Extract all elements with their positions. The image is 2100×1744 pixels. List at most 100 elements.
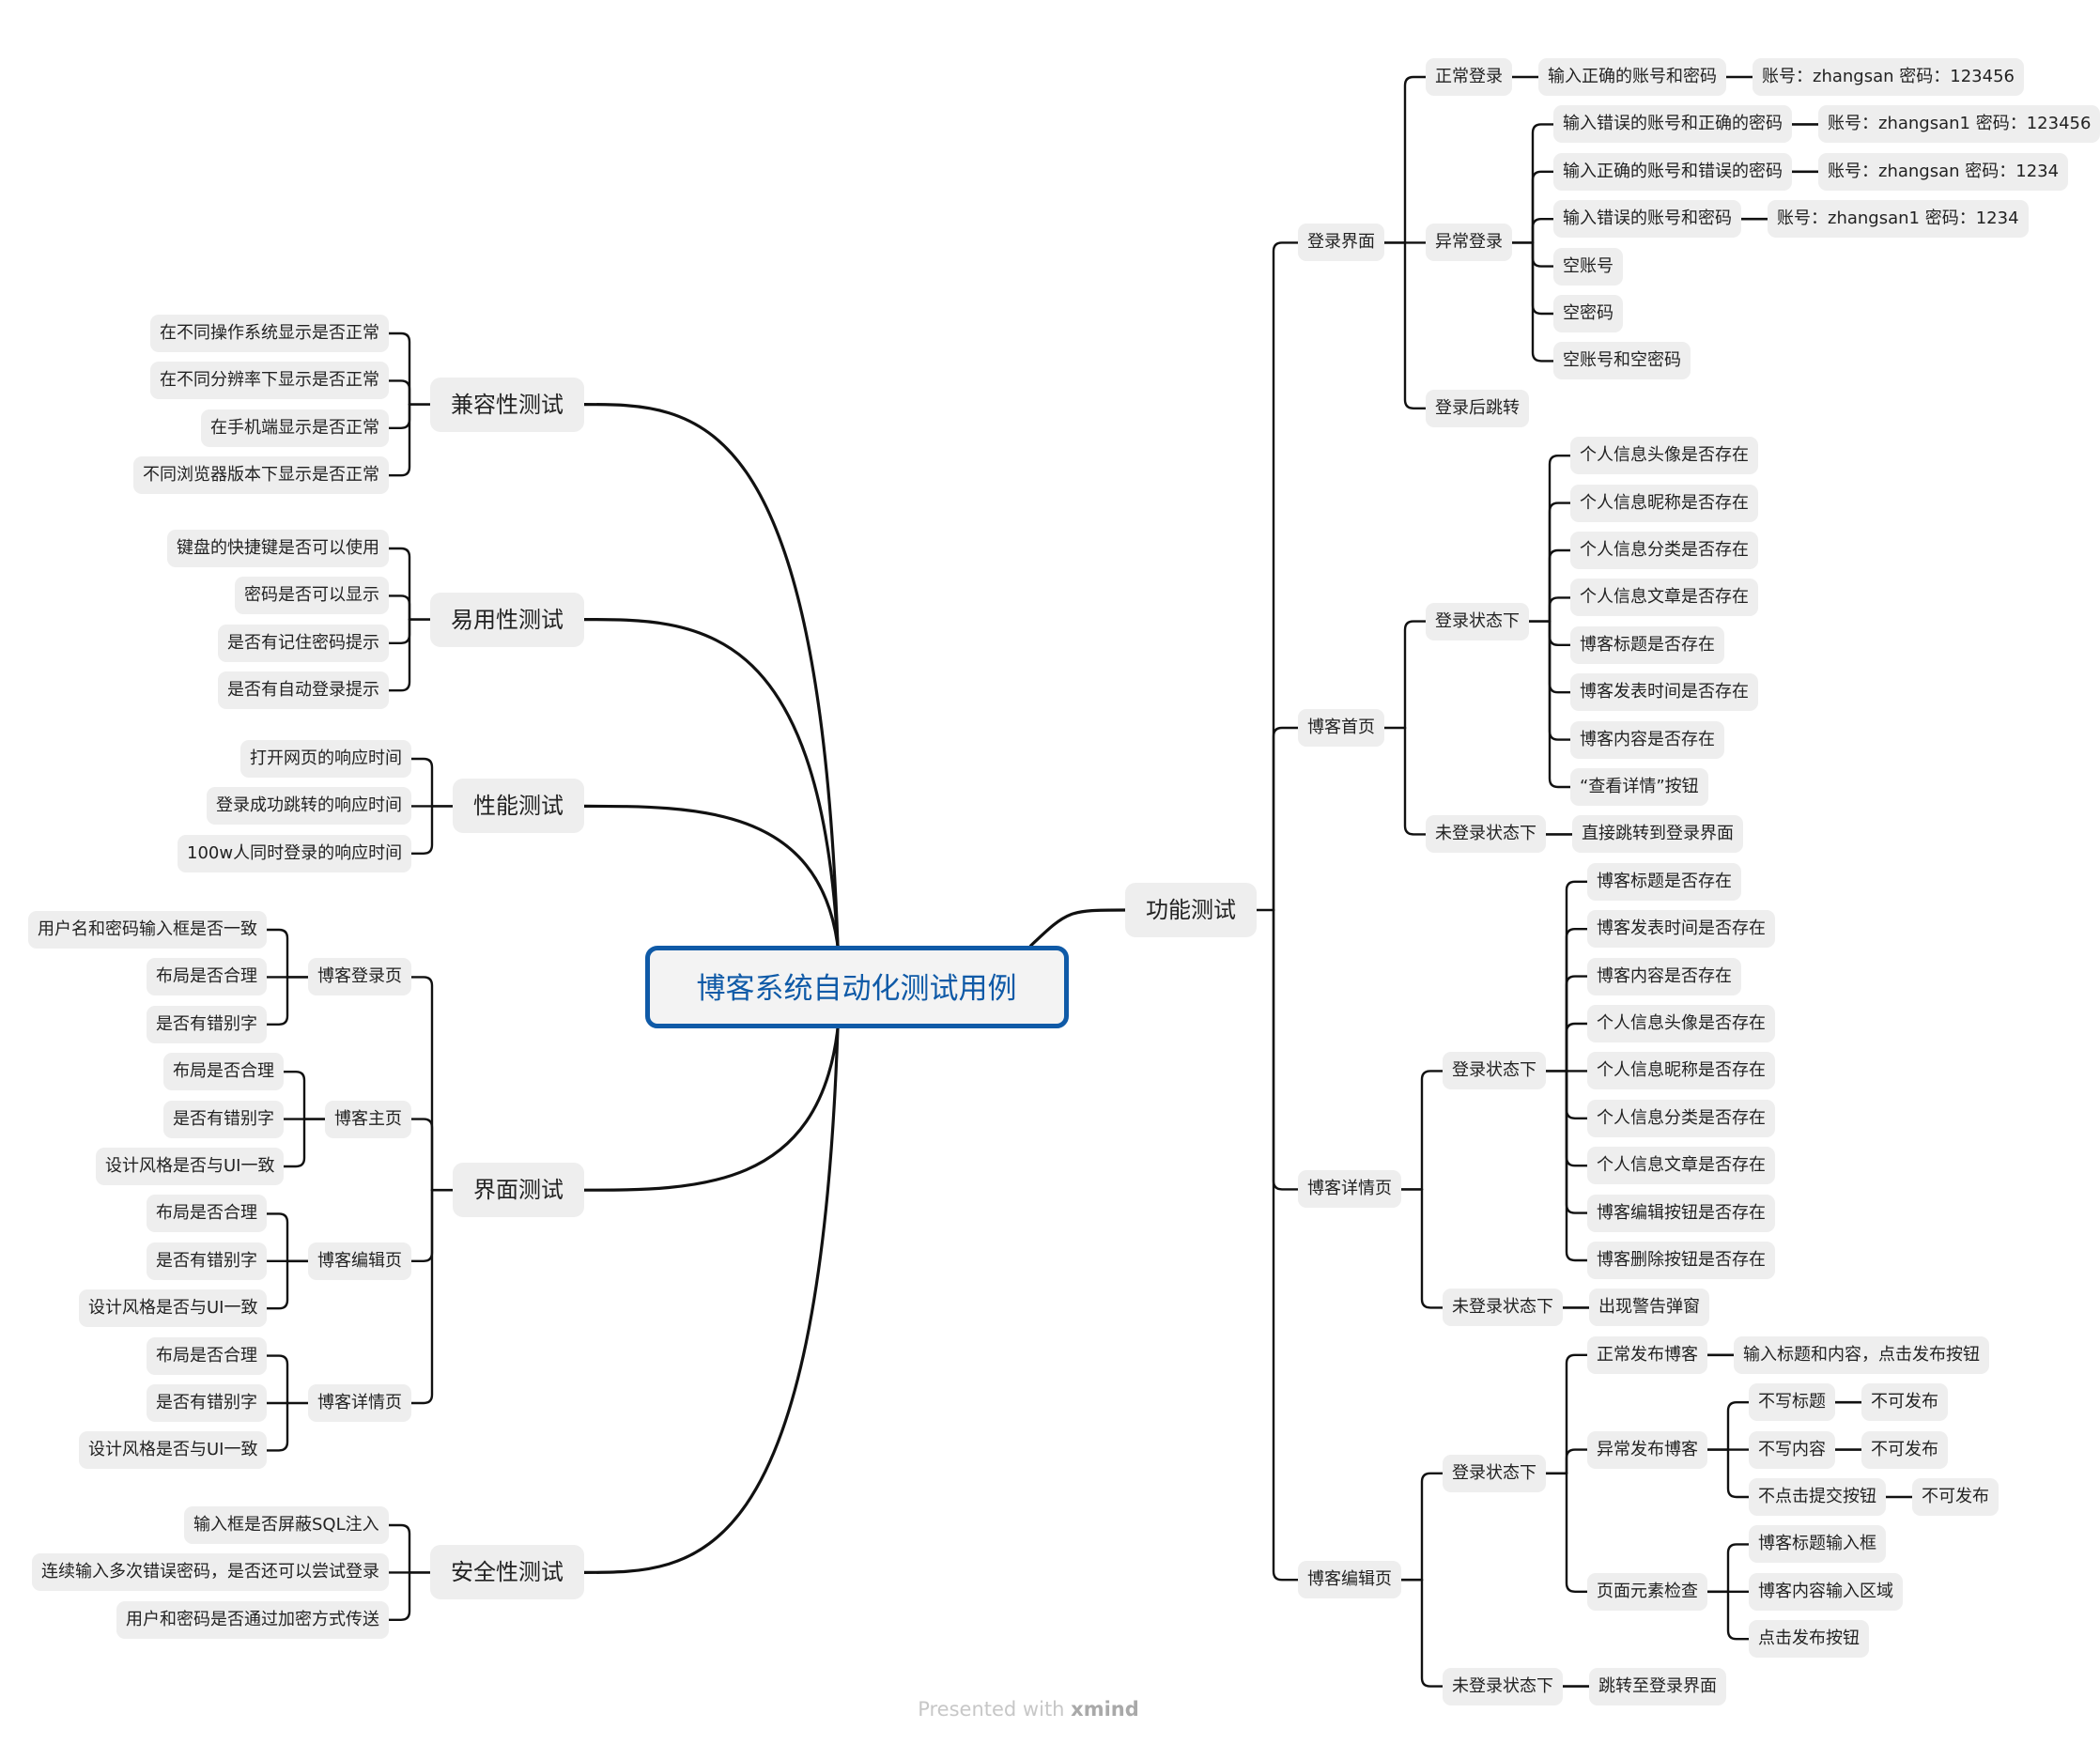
topic-node[interactable]: 博客标题是否存在 [1587, 862, 1741, 901]
topic-node[interactable]: 输入错误的账号和密码 [1553, 200, 1741, 239]
topic-node[interactable]: 账号：zhangsan1 密码：1234 [1768, 200, 2029, 239]
topic-node[interactable]: 输入标题和内容，点击发布按钮 [1734, 1335, 1989, 1374]
subtopic-node[interactable]: 博客首页 [1298, 709, 1384, 747]
topic-node[interactable]: 设计风格是否与UI一致 [96, 1148, 285, 1185]
topic-node[interactable]: 不同浏览器版本下显示是否正常 [133, 456, 389, 495]
topic-node[interactable]: 密码是否可以显示 [235, 577, 389, 615]
topic-node[interactable]: 不写内容 [1749, 1430, 1835, 1469]
topic-node[interactable]: 正常登录 [1426, 58, 1512, 96]
topic-node[interactable]: 点击发布按钮 [1749, 1620, 1869, 1659]
topic-node[interactable]: 账号：zhangsan 密码：1234 [1818, 152, 2069, 191]
main-topic-node[interactable]: 性能测试 [453, 779, 584, 834]
topic-node[interactable]: 博客发表时间是否存在 [1570, 673, 1758, 712]
connector-line [387, 403, 411, 477]
topic-node[interactable]: 在不同分辨率下显示是否正常 [150, 362, 389, 400]
topic-node[interactable]: 未登录状态下 [1426, 815, 1546, 854]
topic-node[interactable]: 布局是否合理 [147, 1336, 267, 1375]
topic-node[interactable]: 博客内容是否存在 [1570, 720, 1724, 759]
connector-line [265, 1401, 289, 1452]
main-topic-node[interactable]: 界面测试 [453, 1163, 584, 1218]
topic-node[interactable]: 登录状态下 [1443, 1052, 1546, 1090]
topic-node[interactable]: 输入正确的账号和密码 [1538, 58, 1726, 96]
main-topic-functional-test[interactable]: 功能测试 [1125, 883, 1257, 937]
topic-node[interactable]: 个人信息分类是否存在 [1570, 532, 1758, 569]
main-topic-node[interactable]: 兼容性测试 [430, 377, 584, 432]
topic-node[interactable]: 输入错误的账号和正确的密码 [1553, 105, 1792, 144]
topic-node[interactable]: 布局是否合理 [147, 1195, 267, 1233]
topic-node[interactable]: 页面元素检查 [1587, 1572, 1707, 1611]
topic-node[interactable]: 跳转至登录界面 [1589, 1667, 1726, 1705]
topic-node[interactable]: 博客内容是否存在 [1587, 957, 1741, 995]
root-topic[interactable]: 博客系统自动化测试用例 [644, 946, 1069, 1028]
subtopic-node[interactable]: 博客详情页 [308, 1384, 411, 1422]
topic-node[interactable]: 博客编辑按钮是否存在 [1587, 1194, 1775, 1232]
topic-node[interactable]: 是否有错别字 [147, 1384, 267, 1422]
topic-node[interactable]: 个人信息文章是否存在 [1587, 1147, 1775, 1185]
subtopic-node[interactable]: 博客详情页 [1298, 1170, 1401, 1209]
topic-node[interactable]: 登录成功跳转的响应时间 [207, 787, 411, 826]
subtopic-node[interactable]: 博客编辑页 [308, 1242, 411, 1280]
topic-node[interactable]: 博客删除按钮是否存在 [1587, 1242, 1775, 1279]
topic-node[interactable]: 不写标题 [1749, 1383, 1835, 1422]
subtopic-node[interactable]: 登录界面 [1298, 224, 1384, 262]
topic-node[interactable]: 键盘的快捷键是否可以使用 [167, 530, 389, 567]
topic-node[interactable]: 不点击提交按钮 [1749, 1478, 1886, 1516]
topic-node[interactable]: 设计风格是否与UI一致 [79, 1289, 268, 1328]
connector-line [1028, 908, 1127, 948]
topic-node[interactable]: 布局是否合理 [147, 958, 267, 996]
topic-node[interactable]: 100w人同时登录的响应时间 [178, 834, 412, 872]
topic-node[interactable]: 个人信息昵称是否存在 [1570, 484, 1758, 522]
topic-node[interactable]: 空账号 [1553, 247, 1623, 286]
subtopic-node[interactable]: 博客主页 [325, 1100, 411, 1138]
topic-node[interactable]: 出现警告弹窗 [1589, 1289, 1709, 1327]
connector-line [1565, 1070, 1589, 1262]
connector-line [1272, 726, 1300, 912]
topic-node[interactable]: 是否有记住密码提示 [218, 624, 389, 662]
topic-node[interactable]: 个人信息头像是否存在 [1570, 437, 1758, 475]
topic-node[interactable]: 是否有错别字 [147, 1242, 267, 1280]
subtopic-node[interactable]: 博客编辑页 [1298, 1561, 1401, 1599]
topic-node[interactable]: 登录后跳转 [1426, 389, 1529, 427]
main-topic-node[interactable]: 易用性测试 [430, 592, 584, 647]
topic-node[interactable]: 异常登录 [1426, 224, 1512, 262]
topic-node[interactable]: 未登录状态下 [1443, 1667, 1563, 1705]
subtopic-node[interactable]: 博客登录页 [308, 958, 411, 996]
topic-node[interactable]: 是否有自动登录提示 [218, 671, 389, 710]
topic-node[interactable]: 登录状态下 [1426, 602, 1529, 640]
topic-node[interactable]: 个人信息头像是否存在 [1587, 1005, 1775, 1042]
topic-node[interactable]: 直接跳转到登录界面 [1572, 815, 1743, 854]
topic-node[interactable]: 输入框是否屏蔽SQL注入 [184, 1506, 389, 1544]
main-topic-node[interactable]: 安全性测试 [430, 1545, 584, 1600]
topic-node[interactable]: 博客标题是否存在 [1570, 625, 1724, 664]
topic-node[interactable]: 空密码 [1553, 295, 1623, 332]
topic-node[interactable]: 登录状态下 [1443, 1454, 1546, 1492]
topic-node[interactable]: 不可发布 [1861, 1383, 1948, 1422]
connector-line [1272, 241, 1300, 912]
topic-node[interactable]: 正常发布博客 [1587, 1335, 1707, 1374]
topic-node[interactable]: 输入正确的账号和错误的密码 [1553, 152, 1792, 191]
topic-node[interactable]: 博客内容输入区域 [1749, 1572, 1903, 1611]
topic-node[interactable]: 个人信息分类是否存在 [1587, 1099, 1775, 1137]
topic-node[interactable]: 账号：zhangsan 密码：123456 [1753, 58, 2024, 96]
topic-node[interactable]: 账号：zhangsan1 密码：123456 [1818, 105, 2100, 144]
topic-node[interactable]: 不可发布 [1912, 1478, 1999, 1516]
topic-node[interactable]: 布局是否合理 [163, 1053, 284, 1091]
topic-node[interactable]: 未登录状态下 [1443, 1289, 1563, 1327]
topic-node[interactable]: 博客发表时间是否存在 [1587, 910, 1775, 949]
topic-node[interactable]: 连续输入多次错误密码，是否还可以尝试登录 [32, 1553, 389, 1592]
topic-node[interactable]: 打开网页的响应时间 [240, 740, 411, 778]
topic-node[interactable]: 是否有错别字 [163, 1100, 284, 1138]
topic-node[interactable]: 用户名和密码输入框是否一致 [28, 911, 267, 949]
topic-node[interactable]: 异常发布博客 [1587, 1430, 1707, 1469]
topic-node[interactable]: 在手机端显示是否正常 [201, 409, 389, 447]
topic-node[interactable]: 个人信息文章是否存在 [1570, 579, 1758, 617]
topic-node[interactable]: “查看详情”按钮 [1570, 768, 1708, 806]
topic-node[interactable]: 是否有错别字 [147, 1005, 267, 1043]
topic-node[interactable]: 设计风格是否与UI一致 [79, 1431, 268, 1470]
topic-node[interactable]: 空账号和空密码 [1553, 342, 1691, 380]
topic-node[interactable]: 在不同操作系统显示是否正常 [150, 315, 389, 352]
topic-node[interactable]: 不可发布 [1861, 1430, 1948, 1469]
topic-node[interactable]: 博客标题输入框 [1749, 1525, 1886, 1564]
topic-node[interactable]: 用户和密码是否通过加密方式传送 [116, 1600, 389, 1639]
topic-node[interactable]: 个人信息昵称是否存在 [1587, 1052, 1775, 1090]
